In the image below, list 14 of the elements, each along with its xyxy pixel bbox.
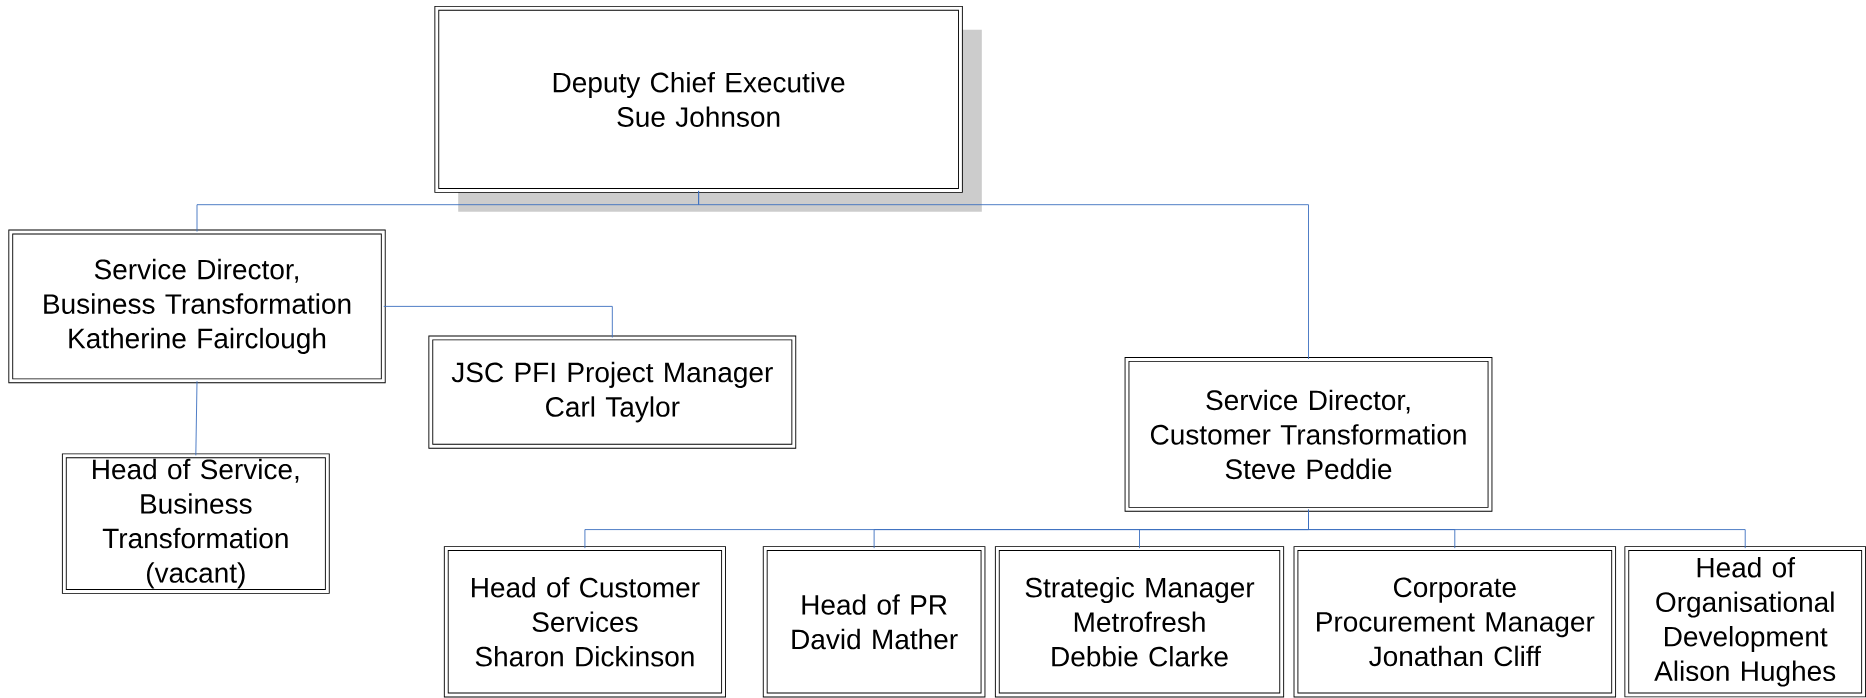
connector-line — [383, 305, 613, 338]
org-box: Corporate Procurement Manager Jonathan Cliff — [1293, 546, 1617, 698]
org-box: Service Director, Customer Transformation Steve Peddie — [1124, 357, 1493, 512]
org-box: Head of Organisational Development Alison Hughes — [1624, 546, 1866, 698]
org-box: JSC PFI Project Manager Carl Taylor — [428, 335, 797, 449]
connector-line — [698, 190, 1309, 360]
connector-line — [195, 380, 198, 456]
org-box: Head of Service, Business Transformation (vacant) — [61, 453, 330, 594]
org-box: Service Director, Business Transformation Katherine Fairclough — [8, 229, 386, 384]
org-box: Head of Customer Services Sharon Dickinson — [443, 546, 726, 698]
org-box: Deputy Chief Executive Sue Johnson — [434, 5, 982, 212]
org-box: Strategic Manager Metrofresh Debbie Clarke — [994, 546, 1285, 698]
org-box: Head of PR David Mather — [762, 546, 986, 698]
connector-line — [1308, 509, 1746, 549]
